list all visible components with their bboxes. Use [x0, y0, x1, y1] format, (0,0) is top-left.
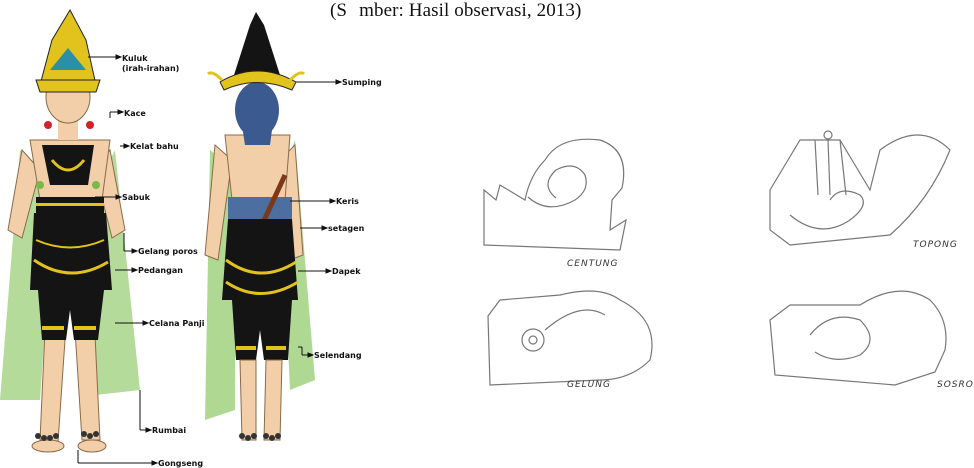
label-gongseng: Gongseng	[158, 459, 203, 468]
headdress-sketches	[484, 131, 950, 385]
label-selendang: Selendang	[314, 351, 362, 360]
sketch-label-gelung: GELUNG	[567, 380, 611, 390]
label-rumbai: Rumbai	[152, 426, 186, 435]
label-keris: Keris	[336, 197, 359, 206]
sketch-label-centung: CENTUNG	[567, 259, 619, 269]
sketch-label-sosro: SOSRO	[937, 380, 974, 390]
back-figure	[205, 12, 315, 441]
label-gelang-poros: Gelang poros	[138, 247, 198, 256]
sketch-label-topong: TOPONG	[913, 240, 958, 250]
label-sabuk: Sabuk	[122, 193, 150, 202]
front-figure	[0, 10, 140, 452]
label-kuluk: Kuluk	[122, 54, 148, 63]
label-sumping: Sumping	[342, 78, 382, 87]
label-dapek: Dapek	[332, 267, 361, 276]
label-irah-irahan: (irah-irahan)	[122, 64, 179, 73]
label-setagen: setagen	[328, 224, 364, 233]
label-kelat-bahu: Kelat bahu	[130, 142, 179, 151]
label-celana-panji: Celana Panji	[149, 319, 205, 328]
label-kace: Kace	[124, 109, 146, 118]
label-pedangan: Pedangan	[138, 266, 183, 275]
